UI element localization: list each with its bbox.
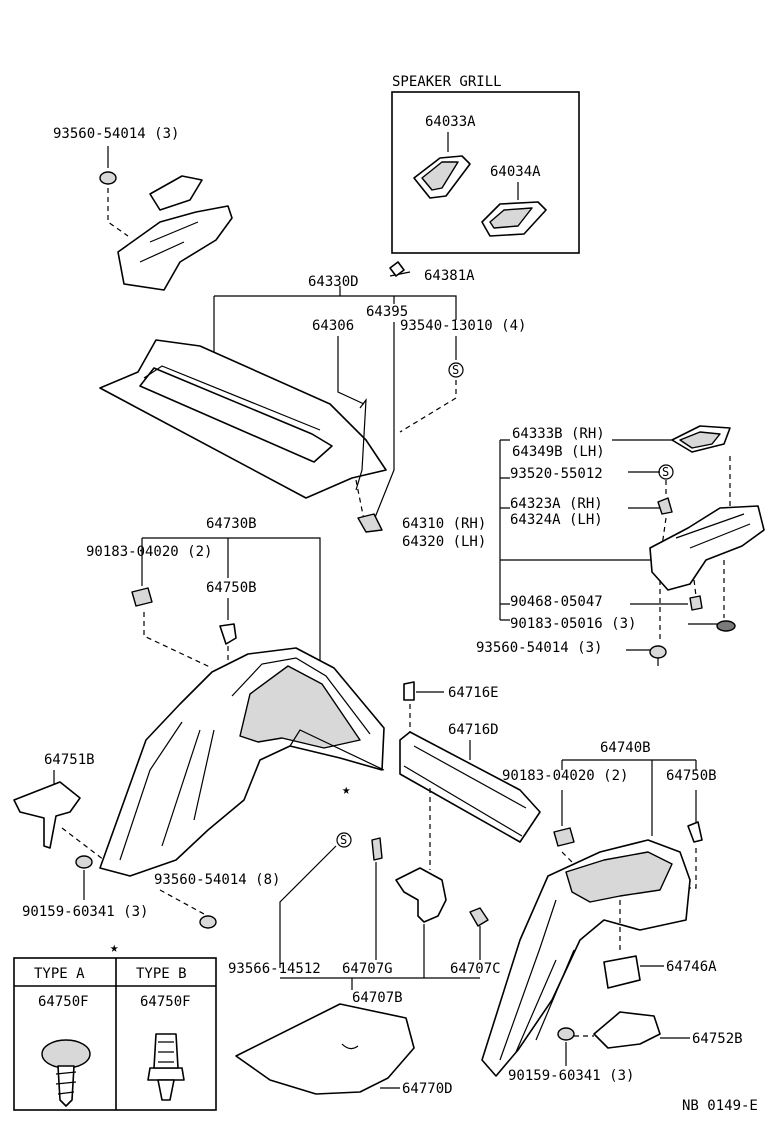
bracket-64752b xyxy=(593,1011,661,1049)
label-93560-54014-c: 93560-54014 (8) xyxy=(154,872,280,888)
legend-type-b-header: TYPE B xyxy=(136,966,187,982)
label-64770d: 64770D xyxy=(402,1081,453,1097)
upper-quarter-trim-64310 xyxy=(649,505,765,591)
s-marker-3: S xyxy=(340,833,347,847)
speaker-grill-box: SPEAKER GRILL 64033A 64034A xyxy=(391,74,580,254)
right-lower-quarter-group: 64740B 90183-04020 (2) 64750B 64746A 647… xyxy=(481,740,743,1084)
clip-type-a-icon xyxy=(41,1039,91,1069)
legend-type-b-part: 64750F xyxy=(140,994,191,1010)
label-64746a: 64746A xyxy=(666,959,717,975)
label-93520-55012: 93520-55012 xyxy=(510,466,603,482)
bolt-icon xyxy=(99,171,117,185)
label-64034a: 64034A xyxy=(490,164,541,180)
label-64751b: 64751B xyxy=(44,752,95,768)
screw-s-icon xyxy=(448,362,464,378)
label-93560-54014-b: 93560-54014 (3) xyxy=(476,640,602,656)
label-64395: 64395 xyxy=(366,304,408,320)
label-64716e: 64716E xyxy=(448,685,499,701)
label-90468-05047: 90468-05047 xyxy=(510,594,603,610)
label-64752b: 64752B xyxy=(692,1031,743,1047)
mat-64770d-group: 64770D xyxy=(235,1003,453,1097)
package-tray-recess xyxy=(139,367,333,463)
upper-bracket xyxy=(117,205,233,291)
label-64324a: 64324A (LH) xyxy=(510,512,603,528)
clip-64707c xyxy=(469,907,489,927)
clip-64750b-a xyxy=(219,623,237,645)
clip-64750b-b xyxy=(687,821,703,843)
label-64320: 64320 (LH) xyxy=(402,534,486,550)
clip-90183-04020-a xyxy=(131,587,153,607)
footer-code: NB 0149-E xyxy=(682,1098,758,1114)
label-90183-05016: 90183-05016 (3) xyxy=(510,616,636,632)
bolt-icon-4 xyxy=(199,915,217,929)
label-64306: 64306 xyxy=(312,318,354,334)
bolt-icon-3 xyxy=(75,855,93,869)
clip-64395 xyxy=(357,513,383,533)
label-64750b-a: 64750B xyxy=(206,580,257,596)
center-bracket-group: S 93566-14512 64707G 64707C 64707B xyxy=(228,788,501,1006)
clip-90183-04020-b xyxy=(553,827,575,847)
upper-left-bracket-group: 93560-54014 (3) xyxy=(53,126,233,291)
label-64333b: 64333B (RH) xyxy=(512,426,605,442)
quarter-trim-64740b xyxy=(481,839,691,1077)
label-90159-60341-a: 90159-60341 (3) xyxy=(22,904,148,920)
clip-90468 xyxy=(689,595,703,611)
legend-frame xyxy=(13,957,217,1111)
label-64033a: 64033A xyxy=(425,114,476,130)
bracket-64707b xyxy=(395,867,447,923)
clip-64381a xyxy=(389,261,405,277)
legend-type-a-header: TYPE A xyxy=(34,966,85,982)
bolt-icon-5 xyxy=(557,1027,575,1041)
label-64730b: 64730B xyxy=(206,516,257,532)
clip-type-legend: ★ TYPE A TYPE B 64750F 64750F xyxy=(13,940,217,1111)
screw-s-icon-3 xyxy=(336,832,352,848)
label-64707g: 64707G xyxy=(342,961,393,977)
clip-type-b-icon xyxy=(147,1067,185,1081)
bracket-64751b-group: 64751B 90159-60341 (3) 93560-54014 (8) xyxy=(13,752,280,929)
label-90183-04020-a: 90183-04020 (2) xyxy=(86,544,212,560)
upper-grill-piece xyxy=(149,175,203,211)
right-upper-quarter-group: 64333B (RH) 64349B (LH) 93520-55012 6432… xyxy=(402,425,765,666)
grill-64746a xyxy=(603,955,641,989)
label-64716d: 64716D xyxy=(448,722,499,738)
label-93566-14512: 93566-14512 xyxy=(228,961,321,977)
label-64740b: 64740B xyxy=(600,740,651,756)
label-93540-13010: 93540-13010 (4) xyxy=(400,318,526,334)
speaker-grill-frame xyxy=(391,91,580,254)
trim-panel-64716d xyxy=(399,731,541,843)
label-64707c: 64707C xyxy=(450,961,501,977)
left-quarter-group: 64730B 90183-04020 (2) 64750B ★ xyxy=(86,516,385,877)
bracket-64751b xyxy=(13,781,81,849)
clip-64323a xyxy=(657,497,673,515)
clip-90183-05016 xyxy=(716,620,736,632)
clip-64707g xyxy=(371,837,383,861)
star-marker: ★ xyxy=(342,782,351,798)
s-marker: S xyxy=(452,363,459,377)
package-tray-group: 64330D 64381A 64395 64306 93540-13010 (4… xyxy=(99,261,526,533)
clip-64716e xyxy=(403,681,415,701)
bolt-icon-2 xyxy=(649,645,667,659)
trim-panel-64716d-group: 64716E 64716D xyxy=(399,681,541,843)
speaker-grill-title: SPEAKER GRILL xyxy=(392,74,502,90)
legend-star-marker: ★ xyxy=(110,940,119,956)
legend-type-a-part: 64750F xyxy=(38,994,89,1010)
label-93560-54014-a: 93560-54014 (3) xyxy=(53,126,179,142)
label-90159-60341-b: 90159-60341 (3) xyxy=(508,1068,634,1084)
label-90183-04020-b: 90183-04020 (2) xyxy=(502,768,628,784)
s-marker-2: S xyxy=(662,465,669,479)
label-64707b: 64707B xyxy=(352,990,403,1006)
label-64381a: 64381A xyxy=(424,268,475,284)
mat-64770d xyxy=(235,1003,415,1095)
screw-s-icon-2 xyxy=(658,464,674,480)
label-64323a: 64323A (RH) xyxy=(510,496,603,512)
label-64750b-b: 64750B xyxy=(666,768,717,784)
label-64330d: 64330D xyxy=(308,274,359,290)
label-64310: 64310 (RH) xyxy=(402,516,486,532)
label-64349b: 64349B (LH) xyxy=(512,444,605,460)
